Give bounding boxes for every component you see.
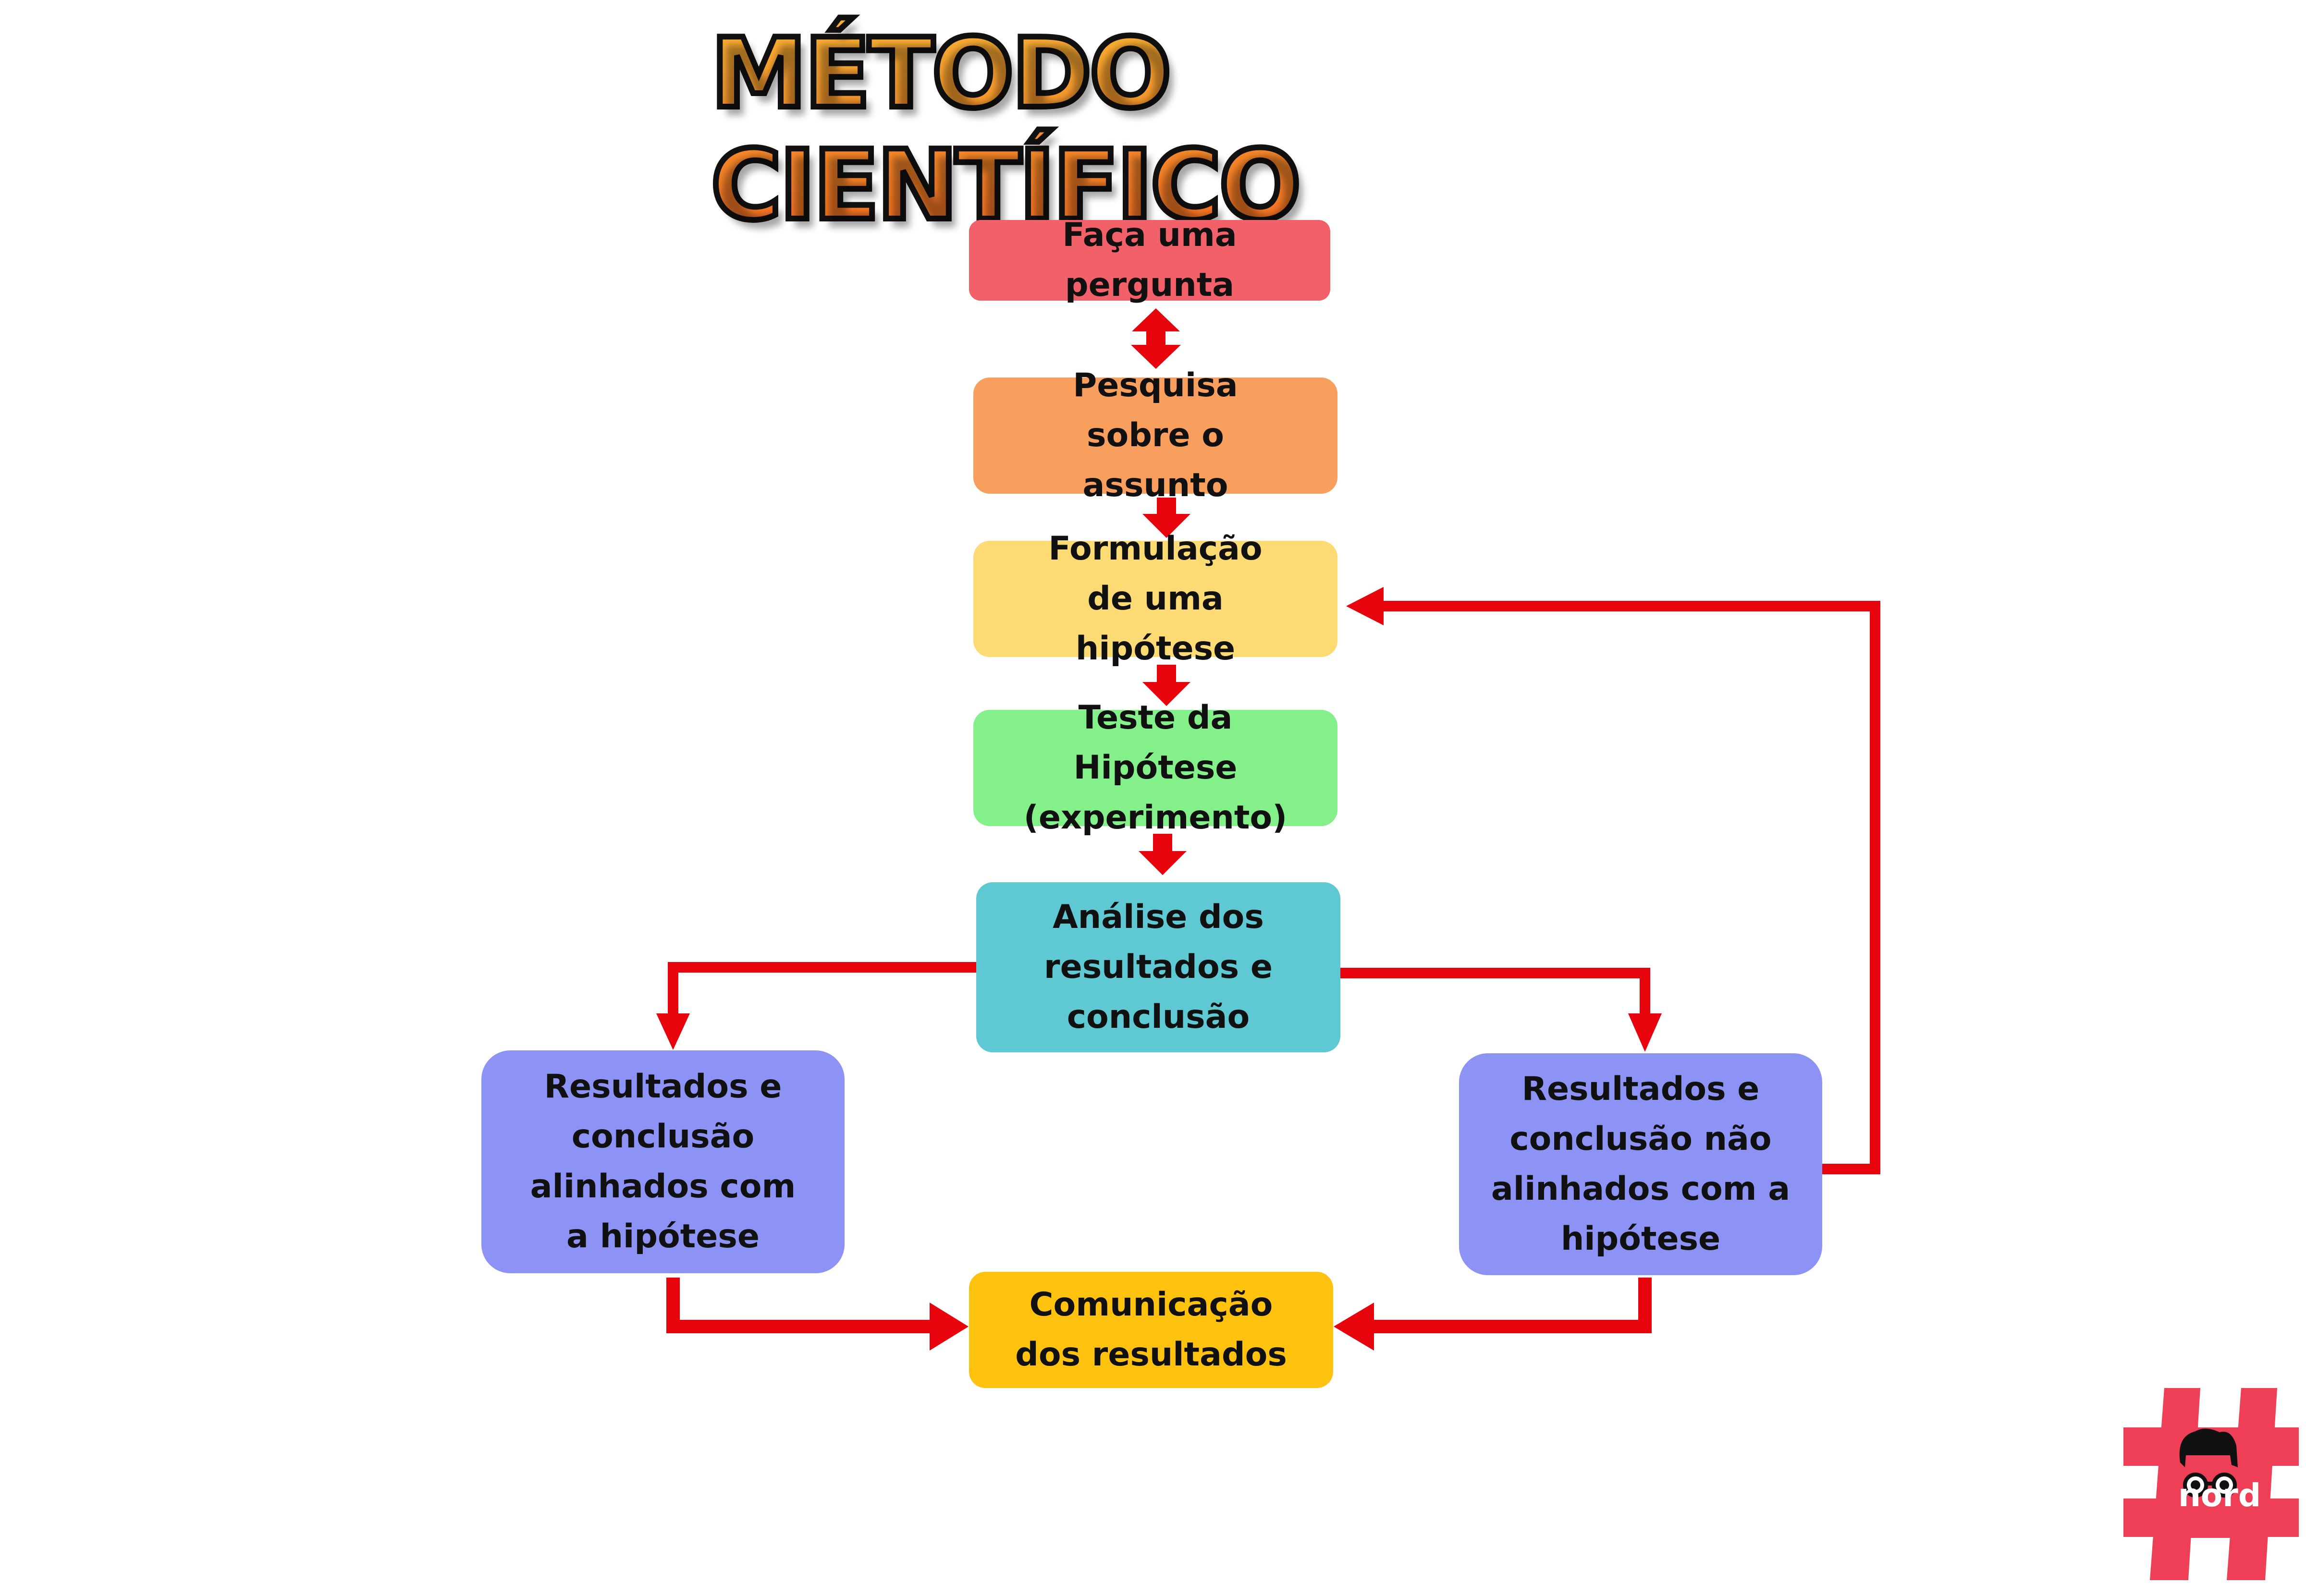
branch-right-line	[1339, 968, 1650, 1013]
double-arrow-icon	[1131, 308, 1181, 369]
logo-text: nord	[2178, 1477, 2261, 1514]
step-aligned: Resultados e conclusão alinhados com a h…	[481, 1050, 845, 1273]
arrowhead-icon	[1628, 1013, 1662, 1052]
step-aligned-label: Resultados e conclusão alinhados com a h…	[530, 1068, 796, 1255]
branch-left-line	[668, 962, 977, 1013]
step-hypothesis-label: Formulação de uma hipótese	[1048, 530, 1263, 668]
down-arrow-icon	[1139, 834, 1187, 875]
diagram-title: MÉTODO CIENTÍFICO	[708, 15, 1624, 244]
step-question: Faça uma pergunta	[969, 216, 1330, 304]
step-not-aligned: Resultados e conclusão não alinhados com…	[1459, 1053, 1822, 1275]
title-text: MÉTODO CIENTÍFICO	[708, 15, 1624, 244]
step-test-label: Teste da Hipótese (experimento)	[1023, 699, 1288, 837]
notaligned-to-communication-line	[1372, 1278, 1652, 1333]
down-arrow-icon	[1142, 498, 1190, 538]
aligned-to-communication-line	[666, 1278, 932, 1333]
step-communication: Comunicação dos resultados	[969, 1272, 1333, 1388]
arrowhead-icon	[656, 1013, 690, 1050]
step-research-label: Pesquisa sobre o assunto	[1073, 366, 1238, 504]
down-arrow-icon	[1142, 665, 1190, 706]
step-research: Pesquisa sobre o assunto	[973, 366, 1337, 504]
step-analysis: Análise dos resultados e conclusão	[976, 882, 1340, 1052]
arrowhead-icon	[1334, 1303, 1374, 1351]
arrowhead-icon	[930, 1303, 969, 1351]
step-analysis-label: Análise dos resultados e conclusão	[1044, 898, 1273, 1036]
step-question-label: Faça uma pergunta	[1062, 216, 1237, 304]
arrowhead-icon	[1346, 587, 1384, 625]
step-test: Teste da Hipótese (experimento)	[973, 699, 1337, 837]
nord-logo-icon	[2123, 1388, 2299, 1580]
step-communication-label: Comunicação dos resultados	[1015, 1286, 1287, 1374]
step-not-aligned-label: Resultados e conclusão não alinhados com…	[1491, 1070, 1791, 1258]
step-hypothesis: Formulação de uma hipótese	[973, 530, 1337, 668]
loop-back-line	[1384, 601, 1880, 1174]
